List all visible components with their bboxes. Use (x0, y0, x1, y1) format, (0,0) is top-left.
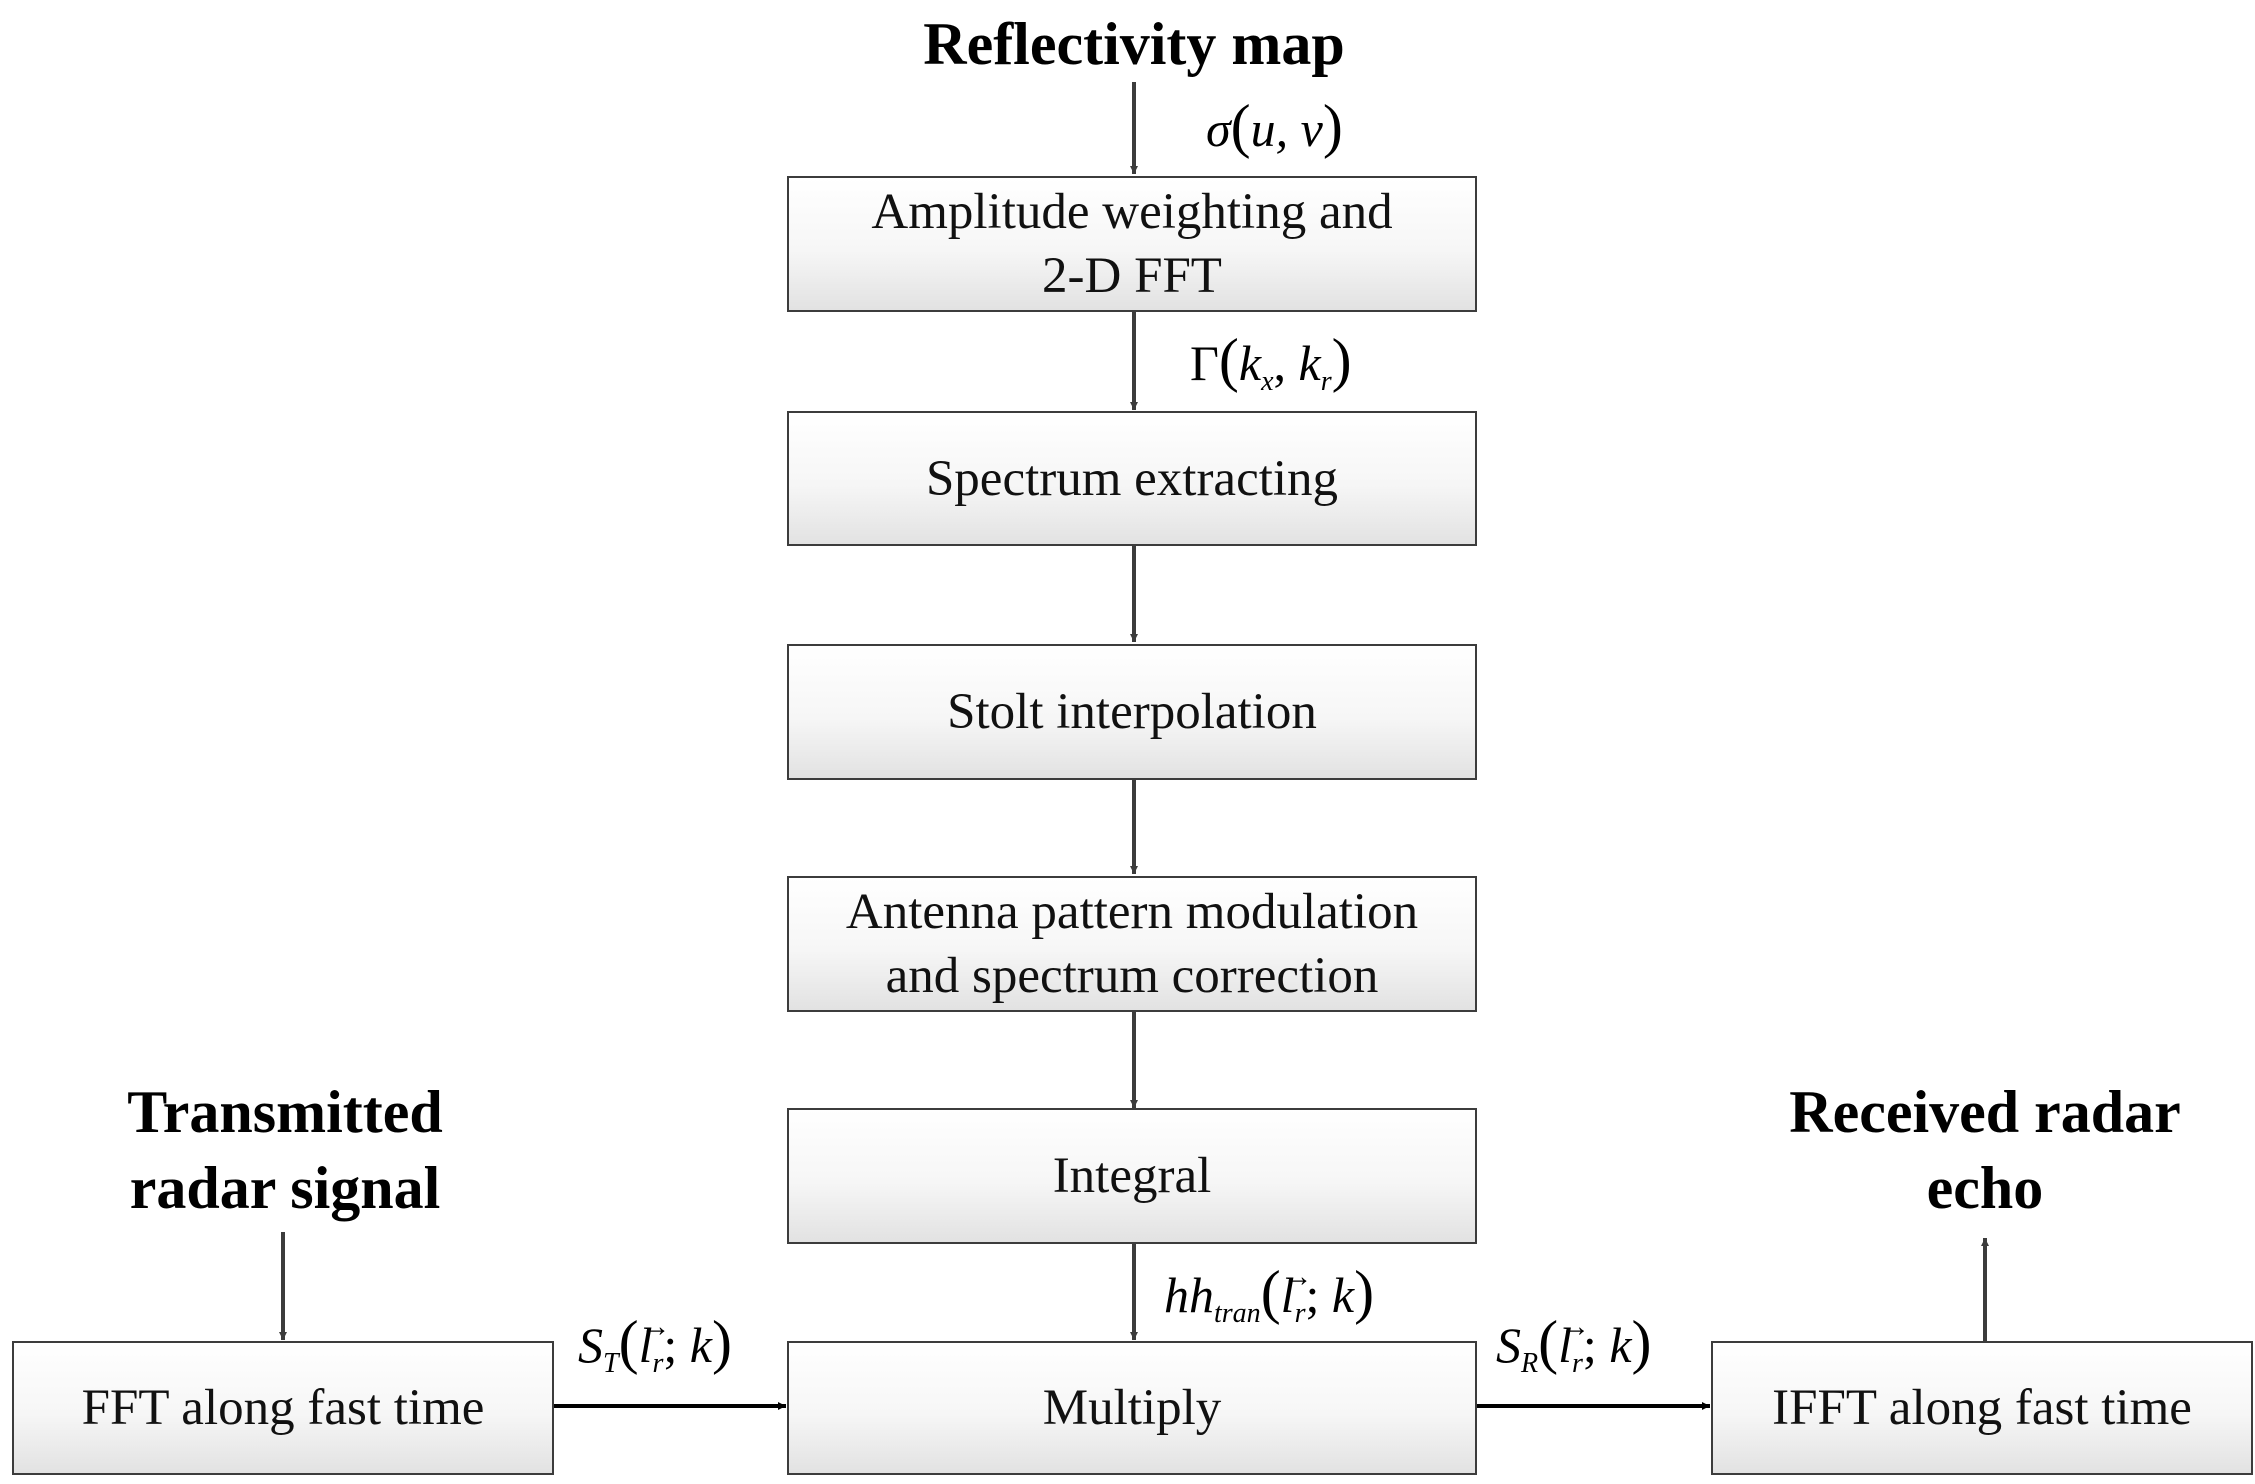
st-subscript: T (603, 1348, 619, 1379)
l-subscript: r (1294, 1298, 1306, 1329)
sr-symbol: S (1496, 1317, 1521, 1373)
l-vector: →l (1280, 1260, 1313, 1323)
kx-subscript: x (1261, 366, 1274, 397)
sigma-label: σ(u, v) (1206, 93, 1343, 159)
gamma-label: Γ(kx, kr) (1190, 327, 1352, 397)
antenna-line-1: Antenna pattern modulation (845, 884, 1419, 940)
hh-subscript: tran (1214, 1298, 1261, 1329)
multiply-box: Multiply (787, 1341, 1477, 1475)
integral-box: Integral (787, 1108, 1477, 1244)
amplitude-line-1: Amplitude weighting and (871, 184, 1393, 240)
k-symbol: k (1609, 1317, 1632, 1373)
ifft-box: IFFT along fast time (1711, 1341, 2253, 1475)
received-line-1: Received radar (1789, 1079, 2181, 1145)
transmitted-radar-signal-title: Transmitted radar signal (60, 1074, 510, 1226)
hh-symbol: hh (1164, 1267, 1214, 1323)
kr-subscript: r (1320, 366, 1332, 397)
stolt-label: Stolt interpolation (947, 684, 1317, 740)
stolt-interpolation-box: Stolt interpolation (787, 644, 1477, 780)
transmitted-line-2: radar signal (129, 1155, 441, 1221)
hh-tran-label: hhtran(→lr; k) (1164, 1259, 1375, 1329)
sr-subscript: R (1521, 1348, 1539, 1379)
sigma-args: u, v (1250, 101, 1323, 157)
l-symbol: l (638, 1317, 653, 1373)
fft-label: FFT along fast time (81, 1380, 485, 1436)
transmitted-line-1: Transmitted (127, 1079, 443, 1145)
antenna-pattern-box: Antenna pattern modulation and spectrum … (787, 876, 1477, 1012)
received-line-2: echo (1926, 1155, 2044, 1221)
sigma-symbol: σ (1206, 101, 1231, 157)
spectrum-label: Spectrum extracting (925, 450, 1339, 507)
kr-symbol: k (1298, 335, 1321, 391)
reflectivity-map-title: Reflectivity map (834, 6, 1434, 82)
fft-box: FFT along fast time (12, 1341, 554, 1475)
st-label: ST(→lr; k) (578, 1309, 732, 1379)
l-subscript: r (652, 1348, 664, 1379)
integral-label: Integral (1052, 1148, 1212, 1204)
reflectivity-map-text: Reflectivity map (923, 11, 1345, 77)
kx-symbol: k (1238, 335, 1262, 391)
antenna-line-2: and spectrum correction (885, 948, 1379, 1004)
l-vector: →l (1558, 1310, 1591, 1373)
gamma-symbol: Γ (1190, 335, 1219, 391)
st-symbol: S (578, 1317, 603, 1373)
l-symbol: l (1280, 1267, 1295, 1323)
sr-label: SR(→lr; k) (1496, 1309, 1652, 1379)
l-vector: →l (638, 1310, 671, 1373)
received-radar-echo-title: Received radar echo (1730, 1074, 2240, 1226)
multiply-label: Multiply (1042, 1380, 1222, 1436)
spectrum-extracting-box: Spectrum extracting (787, 411, 1477, 546)
amplitude-line-2: 2-D FFT (1042, 248, 1222, 304)
amplitude-weighting-box: Amplitude weighting and 2-D FFT (787, 176, 1477, 312)
l-symbol: l (1558, 1317, 1572, 1373)
l-subscript: r (1572, 1348, 1583, 1379)
k-symbol: k (689, 1317, 712, 1373)
k-symbol: k (1331, 1267, 1355, 1323)
ifft-label: IFFT along fast time (1772, 1380, 2192, 1436)
